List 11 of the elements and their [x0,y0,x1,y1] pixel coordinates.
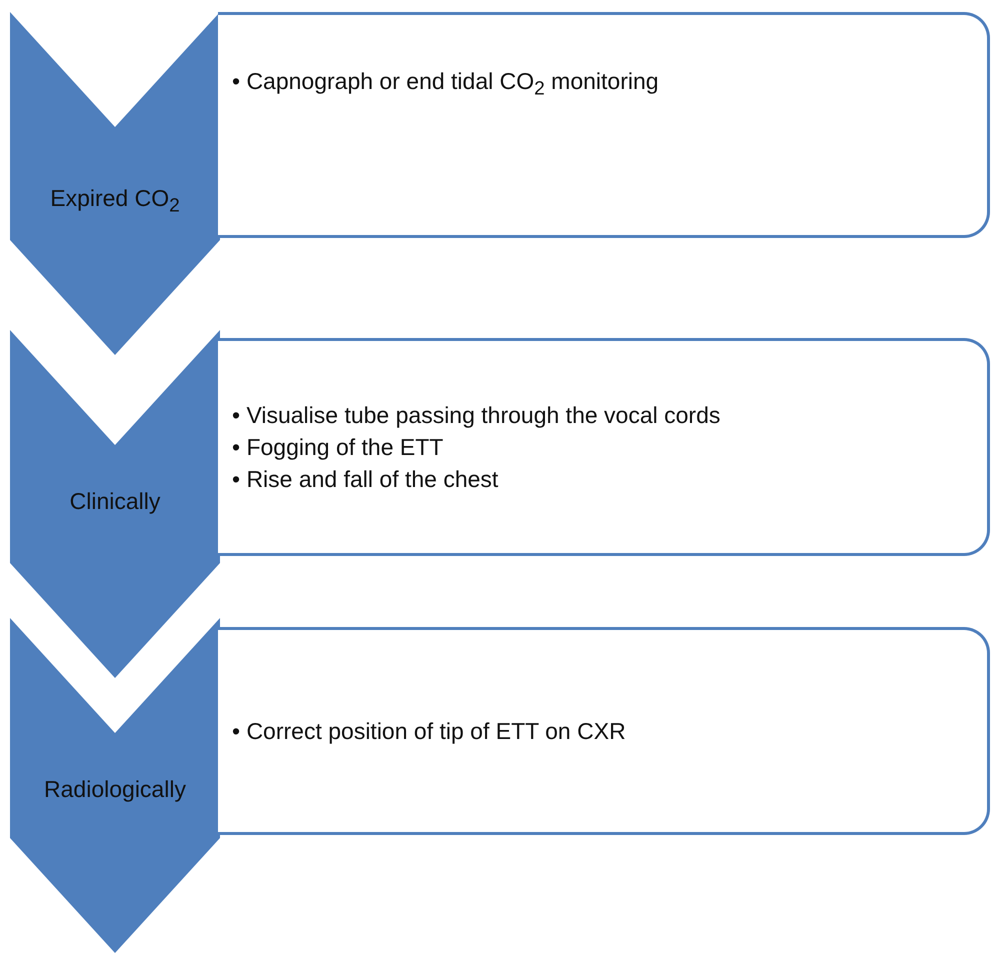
chevron-label: Radiologically [43,776,187,803]
chevron-label: Clinically [68,488,162,515]
text-card [218,338,990,556]
bullet-item: • Fogging of the ETT [232,433,444,462]
bullet-item: • Capnograph or end tidal CO$_{2}$ monitoring [232,66,660,102]
text-card [218,12,990,238]
bullet-item: • Visualise tube passing through the vocal cords [232,401,722,430]
text-card [218,627,990,835]
bullet-item: • Rise and fall of the chest [232,465,500,494]
bullet-item: • Correct position of tip of ETT on CXR [232,717,627,746]
chevron-label: Expired CO$_{2}$ [49,185,181,218]
